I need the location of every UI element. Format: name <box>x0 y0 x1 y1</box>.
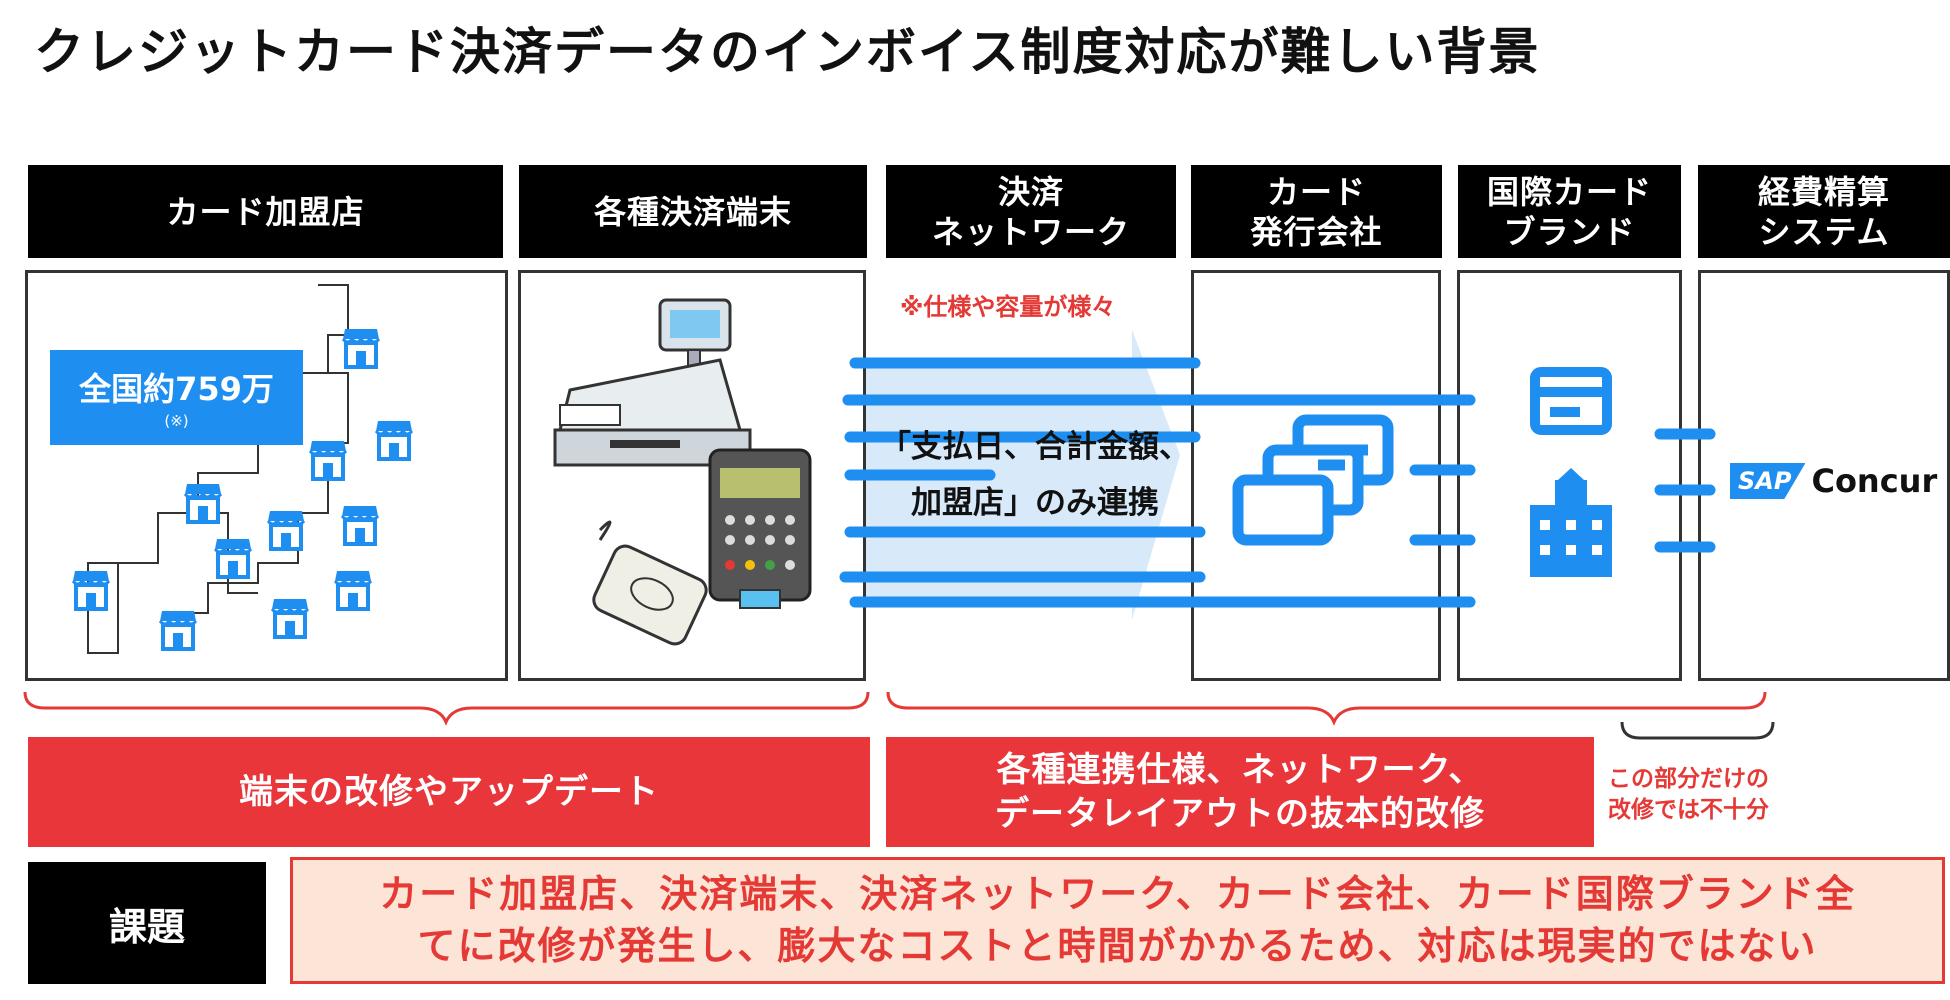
header-terminal-label: 各種決済端末 <box>593 192 792 231</box>
red-box-network-line2: データレイアウトの抜本的改修 <box>995 794 1485 834</box>
header-network: 決済 ネットワーク <box>886 165 1176 258</box>
red-box-terminal-text: 端末の改修やアップデート <box>239 771 659 812</box>
merchant-count-box: 全国約759万 (※) <box>50 350 303 445</box>
sap-badge: SAP <box>1730 463 1806 499</box>
credit-card-icon <box>1530 367 1612 435</box>
page-title: クレジットカード決済データのインボイス制度対応が難しい背景 <box>34 23 1541 81</box>
header-expense: 経費精算 システム <box>1698 165 1950 258</box>
issue-box: カード加盟店、決済端末、決済ネットワーク、カード会社、カード国際ブランド全 てに… <box>290 857 1945 984</box>
issue-label-text: 課題 <box>108 904 185 949</box>
card-terminal-icon <box>708 448 812 609</box>
issue-line1: カード加盟店、決済端末、決済ネットワーク、カード会社、カード国際ブランド全 <box>379 872 1856 917</box>
flow-text-line1: 「支払日、合計金額、 <box>880 429 1190 465</box>
header-issuer-line2: 発行会社 <box>1250 212 1383 251</box>
header-expense-line1: 経費精算 <box>1757 172 1890 211</box>
header-network-line2: ネットワーク <box>931 212 1130 251</box>
header-network-line1: 決済 <box>997 172 1064 211</box>
header-merchant: カード加盟店 <box>28 165 503 258</box>
header-brand-line1: 国際カード <box>1486 172 1652 211</box>
header-brand: 国際カード ブランド <box>1458 165 1681 258</box>
header-issuer-line1: カード <box>1266 172 1366 211</box>
header-terminal: 各種決済端末 <box>519 165 867 258</box>
concur-name: Concur <box>1811 462 1938 500</box>
merchant-count-note: (※) <box>164 412 189 430</box>
card-reader-icon <box>592 520 708 646</box>
merchant-map <box>71 284 414 654</box>
red-box-network-line1: 各種連携仕様、ネットワーク、 <box>996 749 1484 790</box>
issue-label: 課題 <box>28 862 266 984</box>
flow-text: 「支払日、合計金額、 加盟店」のみ連携 <box>870 420 1200 532</box>
red-box-terminal: 端末の改修やアップデート <box>28 737 870 847</box>
side-note: この部分だけの 改修では不十分 <box>1608 764 1769 826</box>
header-issuer: カード 発行会社 <box>1191 165 1442 258</box>
network-note: ※仕様や容量が様々 <box>900 293 1116 321</box>
credit-cards-icon <box>1232 414 1394 546</box>
merchant-panel <box>25 270 508 681</box>
merchant-count: 全国約759万 <box>79 370 274 408</box>
header-merchant-label: カード加盟店 <box>166 192 365 231</box>
cash-register-icon <box>553 298 752 467</box>
terminal-illustrations <box>553 298 812 646</box>
issue-line2: てに改修が発生し、膨大なコストと時間がかかるため、対応は現実的ではない <box>417 923 1818 968</box>
side-note-line1: この部分だけの <box>1608 766 1769 792</box>
flow-text-line2: 加盟店」のみ連携 <box>911 484 1159 521</box>
red-box-network: 各種連携仕様、ネットワーク、 データレイアウトの抜本的改修 <box>886 737 1594 847</box>
header-brand-line2: ブランド <box>1503 212 1636 251</box>
building-icon <box>1530 468 1612 577</box>
header-expense-line2: システム <box>1758 212 1890 251</box>
side-note-line2: 改修では不十分 <box>1608 797 1769 824</box>
sap-logo: SAP Concur <box>1730 462 1937 500</box>
